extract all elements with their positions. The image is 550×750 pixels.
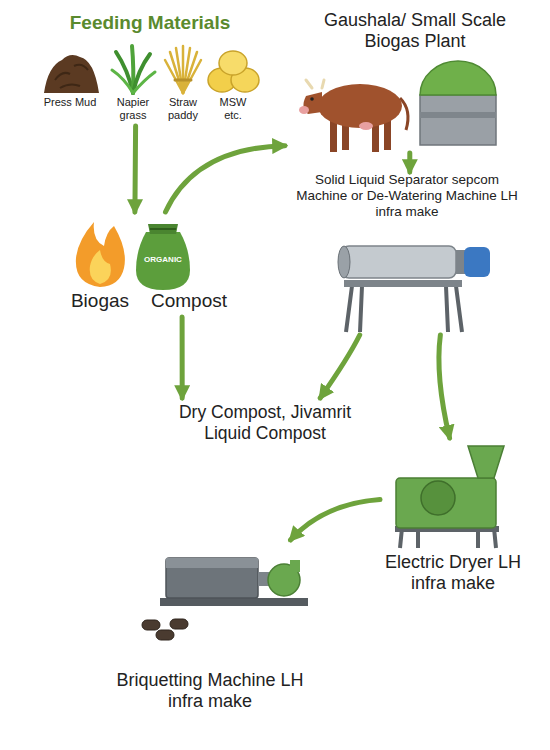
flow-arrow [165,146,285,212]
machine-label: Electric Dryer LH infra make [383,552,523,594]
bag-label: ORGANIC [140,255,186,264]
briquetting-machine-icon [142,558,308,640]
output-label: Compost [138,290,240,312]
cow-icon [299,80,408,152]
source-box: Gaushala/ Small Scale Biogas Plant [285,8,545,153]
machine-label: Solid Liquid Separator sepcom Machine or… [292,172,522,220]
flow-arrow [291,500,381,540]
press-mud-icon [44,55,99,93]
product-box: Dry Compost, Jivamrit Liquid Compost [150,398,380,452]
napier-grass-icon [112,46,155,93]
flame-icon [76,222,125,287]
feed-group: Feeding MaterialsPress Mud Napier grass St… [30,8,270,126]
machine-box: Solid Liquid Separator sepcom Machine or… [268,172,546,335]
flow-arrow [439,335,450,438]
electric-dryer-icon [395,446,504,548]
flow-arrow [320,335,360,398]
flow-arrow [180,317,185,398]
separator-machine-icon [338,246,490,332]
output-label: Biogas [60,290,140,312]
straw-icon [165,46,201,93]
biogas-plant-icon [420,61,496,145]
compost-bag-icon [136,224,190,290]
machine-box: Briquetting Machine LH infra make [95,540,325,725]
machine-box: Electric Dryer LH infra make [380,438,525,600]
flow-arrow [132,126,138,212]
group-title: Feeding Materials [30,12,270,34]
machine-label: Briquetting Machine LH infra make [115,670,305,712]
output-box: BiogasCompost [60,212,245,317]
product-label: Dry Compost, Jivamrit Liquid Compost [158,402,372,443]
msw-icon [208,51,259,92]
item-label: MSW etc. [215,96,251,122]
item-label: Napier grass [113,96,153,122]
item-label: Straw paddy [163,96,203,122]
item-label: Press Mud [38,96,102,109]
flow-arrow [407,153,412,172]
box-title: Gaushala/ Small Scale Biogas Plant [305,10,525,52]
